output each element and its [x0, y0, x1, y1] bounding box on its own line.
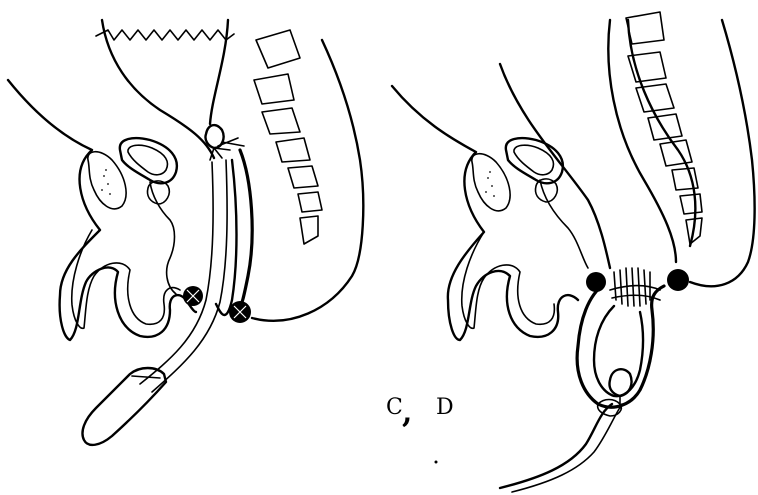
bladder-right [472, 154, 510, 211]
abdominal-wall-outline-right [392, 86, 578, 340]
bladder-stipple-left [101, 169, 111, 195]
label-d: D [436, 395, 454, 420]
cervix-connector-left [150, 182, 176, 294]
uterus-outer-left [120, 138, 177, 183]
colon-right-wall-b [608, 20, 676, 262]
perineum-outline-left [252, 40, 363, 321]
stapler-handle [83, 368, 167, 445]
stapler-shaft-line-1 [140, 162, 213, 384]
panel-right [392, 12, 755, 492]
bladder-stipple-right [485, 171, 495, 197]
stapler-tail-right [500, 404, 612, 488]
perineum-outline-right [690, 20, 755, 286]
rectal-pouch-outer [577, 284, 664, 407]
rectum-wall-left [236, 150, 252, 316]
stapler-anvil-right [609, 369, 631, 396]
sphincter-right-anterior [586, 272, 606, 292]
label-separator: , [402, 395, 412, 430]
abdominal-wall-outline [8, 80, 196, 340]
panel-left [8, 20, 363, 445]
sphincter-right-posterior [667, 269, 689, 291]
bladder-left [88, 152, 126, 209]
spine-left [254, 30, 322, 244]
panel-labels: C , D [386, 395, 454, 464]
uterus-outer-right [506, 138, 563, 183]
colon-left-wall-a [102, 20, 214, 158]
sphincter-left-anterior [183, 286, 203, 306]
rectal-pouch-inner [594, 306, 643, 396]
colon-right-wall-a [500, 64, 610, 268]
cervix-connector-right [540, 180, 588, 268]
stray-mark [435, 461, 438, 464]
stapler-shaft-line-2 [152, 160, 227, 392]
suture-line [96, 30, 234, 40]
label-c: C [386, 395, 403, 420]
stapler-handle-cap [132, 376, 160, 378]
sphincter-left-posterior [229, 301, 251, 323]
